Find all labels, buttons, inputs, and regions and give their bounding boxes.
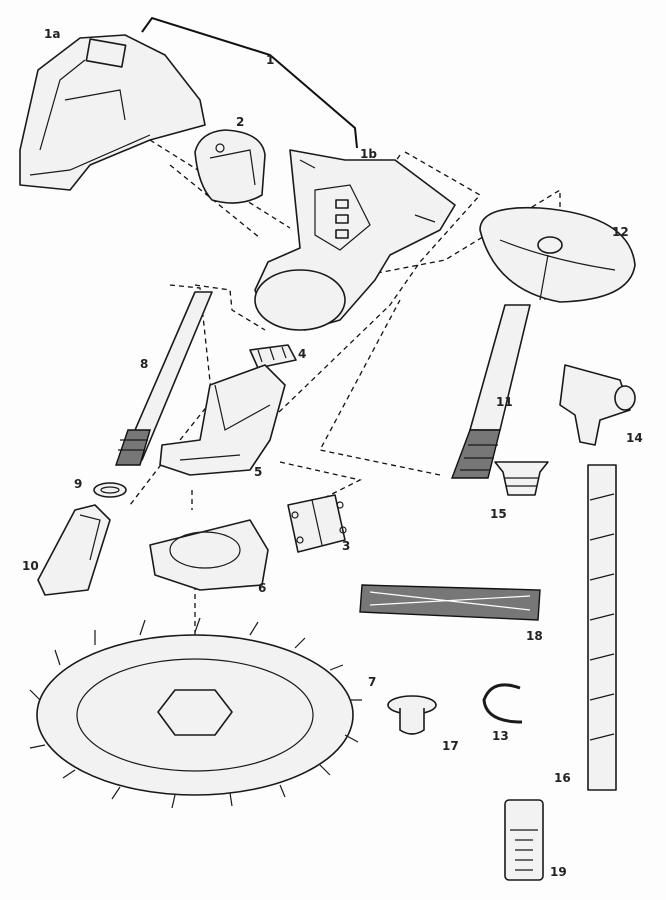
label-9: 9: [74, 477, 82, 491]
label-6: 6: [258, 581, 266, 595]
part-10-nozzle: [37, 504, 111, 596]
part-9-ring: [93, 482, 127, 498]
label-4: 4: [298, 347, 306, 361]
part-19-gauge: [504, 799, 544, 881]
label-5: 5: [254, 465, 262, 479]
label-1: 1: [266, 53, 274, 67]
part-4-clip: [249, 344, 297, 369]
part-5-housing: [159, 364, 286, 476]
part-15-plug: [494, 461, 549, 496]
label-13: 13: [492, 729, 509, 743]
part-1a-top-cover: [19, 34, 206, 191]
part-8-tube: [115, 291, 213, 466]
label-14: 14: [626, 431, 643, 445]
part-13-clip: [482, 683, 523, 724]
label-8: 8: [140, 357, 148, 371]
part-7-disc: [29, 617, 362, 809]
part-1b-body: [254, 149, 456, 331]
part-18-mesh: [359, 584, 541, 621]
part-17-bushing: [387, 695, 437, 735]
label-1b: 1b: [360, 147, 377, 161]
part-11-handle: [450, 304, 531, 479]
part-16-hose: [587, 464, 617, 791]
label-3: 3: [342, 539, 350, 553]
label-7: 7: [368, 675, 376, 689]
label-12: 12: [612, 225, 629, 239]
label-18: 18: [526, 629, 543, 643]
label-16: 16: [554, 771, 571, 785]
label-17: 17: [442, 739, 459, 753]
part-2-cap: [194, 129, 266, 204]
part-3-block: [287, 494, 347, 553]
label-1a: 1a: [44, 27, 60, 41]
label-11: 11: [496, 395, 513, 409]
part-14-tee: [559, 364, 636, 446]
label-2: 2: [236, 115, 244, 129]
label-10: 10: [22, 559, 39, 573]
label-15: 15: [490, 507, 507, 521]
label-19: 19: [550, 865, 567, 879]
part-6-base-plate: [149, 519, 269, 591]
part-12-disc: [479, 206, 636, 303]
bracket-part-1: [141, 16, 358, 149]
